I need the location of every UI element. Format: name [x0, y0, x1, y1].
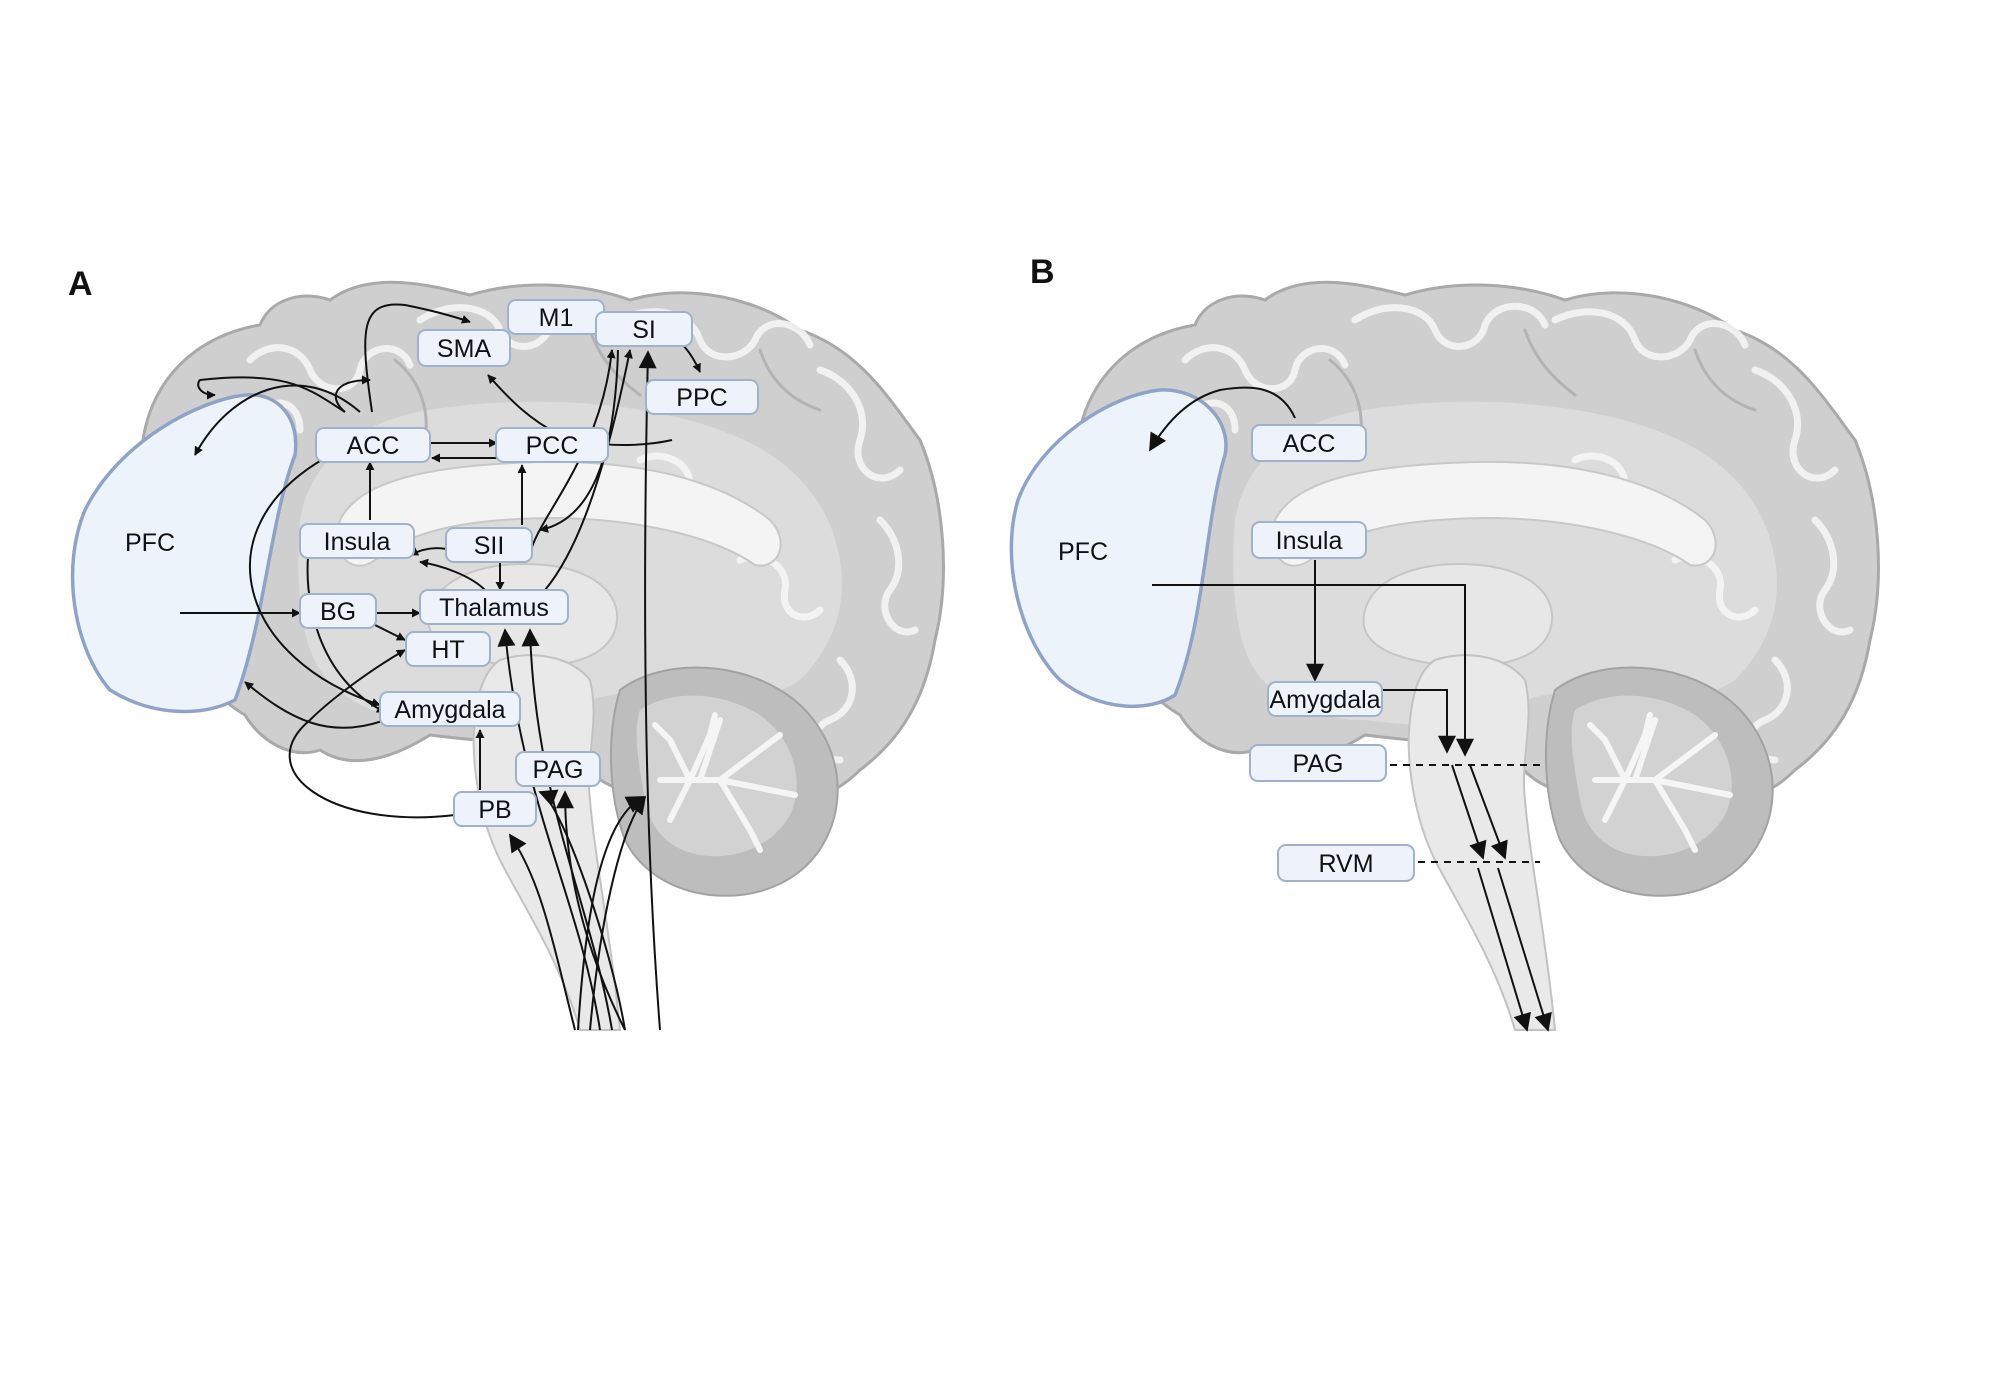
- amygdala-box: [379, 691, 521, 727]
- pag-box-b: [1249, 744, 1387, 782]
- arrow-rvm-to-spinal-2: [1497, 867, 1552, 1032]
- panel-b: B PFC ACC Insula Amygdala: [1009, 253, 1878, 1032]
- pag-label-b: PAG: [1293, 750, 1344, 778]
- arrow-spinal-to-pag-2: [556, 790, 626, 1031]
- arrow-rvm-to-spinal-1: [1477, 867, 1531, 1032]
- si-box: [595, 311, 693, 347]
- arrow-acc-to-pfc-b: [1149, 386, 1296, 452]
- ppc-label: PPC: [676, 384, 727, 412]
- thalamus-box: [419, 589, 569, 625]
- bg-label: BG: [320, 598, 356, 626]
- arrow-amygdala-to-pag-b: [1380, 689, 1456, 754]
- amygdala-label: Amygdala: [394, 696, 505, 724]
- panel-a-arrows: [180, 303, 701, 1031]
- sii-label: SII: [474, 532, 505, 560]
- panel-b-pfc-region: [1009, 388, 1228, 709]
- acc-label: ACC: [347, 432, 400, 460]
- panel-b-brain-illustration: [1076, 282, 1878, 1030]
- arrow-pb-to-ht: [288, 649, 456, 819]
- panel-b-region-boxes: ACC Insula Amygdala PAG RVM: [1249, 424, 1415, 882]
- panel-b-arrows: [1149, 386, 1552, 1032]
- sma-box: [417, 329, 511, 367]
- arrow-acc-to-sma: [364, 303, 471, 413]
- pcc-box: [495, 427, 609, 463]
- panel-b-letter: B: [1030, 253, 1055, 291]
- sma-label: SMA: [437, 335, 492, 363]
- pb-label: PB: [478, 796, 511, 824]
- arrow-spinal-to-pag-1: [538, 789, 626, 1031]
- arrow-acc-to-amygdala: [249, 457, 381, 707]
- panel-a-pfc-region: [70, 393, 298, 714]
- arrow-bg-to-ht: [374, 624, 406, 641]
- insula-label: Insula: [324, 528, 391, 556]
- m1-label: M1: [539, 304, 574, 332]
- arrow-thalamus-to-si: [544, 349, 633, 591]
- arrow-acc-to-pfc: [194, 384, 361, 456]
- insula-box-b: [1251, 521, 1367, 559]
- panel-a-letter: A: [68, 265, 93, 303]
- amygdala-box-b: [1267, 681, 1383, 717]
- ppc-box: [645, 379, 759, 415]
- pag-box: [515, 751, 601, 787]
- rvm-label-b: RVM: [1318, 850, 1373, 878]
- arrow-pag-to-rvm-2: [1469, 764, 1508, 860]
- arrow-acc-to-sma-2: [334, 375, 371, 413]
- arrow-thalamus-to-insula: [419, 558, 486, 591]
- pb-box: [453, 791, 537, 827]
- rvm-box-b: [1277, 844, 1415, 882]
- pcc-label: PCC: [526, 432, 579, 460]
- pag-label: PAG: [533, 756, 584, 784]
- thalamus-label: Thalamus: [439, 594, 549, 622]
- arrow-spinal-to-si: [638, 350, 661, 1031]
- panel-a: A PFC: [68, 265, 943, 1030]
- arrow-amygdala-to-pfc: [244, 681, 386, 729]
- panel-a-region-boxes: SMA M1 SI PPC ACC PCC Insula SII BG Thal…: [299, 299, 759, 827]
- arrow-pfc-loop: [197, 376, 346, 413]
- sii-box: [445, 527, 533, 563]
- ht-label: HT: [431, 636, 464, 664]
- acc-box: [315, 427, 431, 463]
- amygdala-label-b: Amygdala: [1269, 686, 1380, 714]
- panel-a-pfc-label: PFC: [125, 529, 175, 557]
- insula-box: [299, 523, 415, 559]
- si-label: SI: [632, 316, 656, 344]
- insula-label-b: Insula: [1276, 527, 1343, 555]
- arrow-spinal-to-cerebellum-2: [577, 796, 645, 1031]
- bg-box: [299, 593, 377, 629]
- arrow-pfc-to-pag-b: [1152, 584, 1474, 757]
- arrow-sii-to-si: [529, 349, 616, 556]
- acc-box-b: [1251, 424, 1367, 462]
- arrow-si-to-sii: [539, 349, 619, 533]
- ht-box: [405, 631, 491, 667]
- acc-label-b: ACC: [1283, 430, 1336, 458]
- arrow-pag-to-rvm-1: [1451, 764, 1487, 860]
- panel-b-pfc-label: PFC: [1058, 538, 1108, 566]
- arrow-spinal-to-pb: [509, 833, 576, 1031]
